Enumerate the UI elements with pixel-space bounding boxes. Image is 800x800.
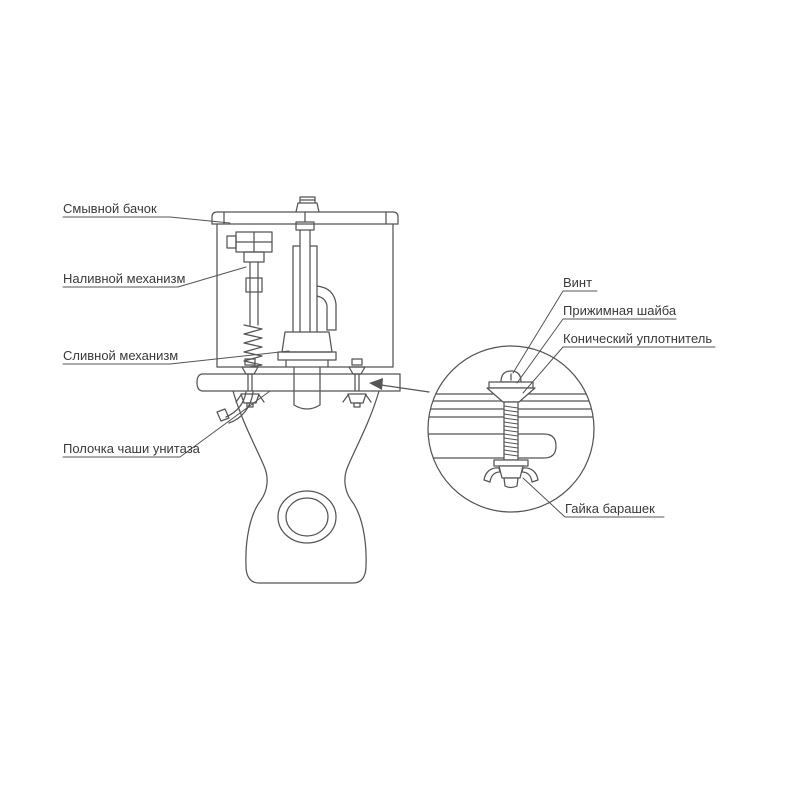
fill-mechanism-drawing [216,231,273,424]
label-drain-mechanism: Сливной механизм [63,348,178,363]
drain-mechanism-drawing [277,211,337,410]
label-pressure-washer: Прижимная шайба [563,303,677,318]
conical-seal-drawing [486,387,536,403]
label-flush-tank: Смывной бачок [63,201,157,216]
label-fill-mechanism: Наливной механизм [63,271,186,286]
magnifier-arrow [369,378,430,393]
bolt-detail-callout [427,345,595,513]
label-screw: Винт [563,275,592,290]
flush-button-drawing [295,196,320,213]
label-wing-nut: Гайка барашек [565,501,655,516]
label-bowl-shelf: Полочка чаши унитаза [63,441,201,456]
label-conical-seal: Конический уплотнитель [563,331,712,346]
bowl-drawing [232,390,380,584]
pressure-washer-drawing [488,381,534,389]
bowl-shelf-drawing [196,373,401,392]
shelf-bolt-right-drawing [342,358,372,408]
wing-nut-drawing [483,465,539,489]
leader-lines [62,216,716,518]
shelf-bolt-left-drawing [235,358,265,408]
callout-circle [427,345,595,513]
